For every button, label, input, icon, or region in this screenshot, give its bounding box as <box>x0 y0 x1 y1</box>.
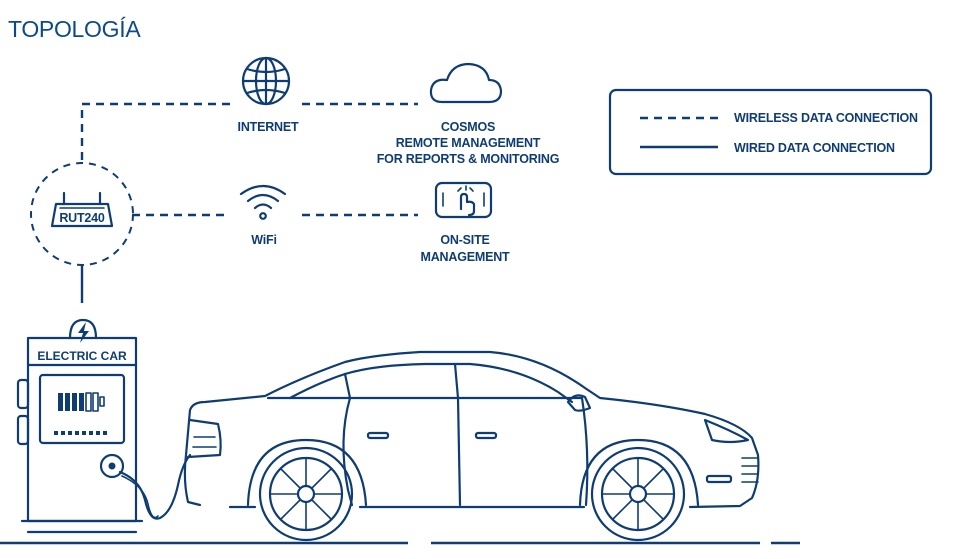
router-label: RUT240 <box>59 211 105 225</box>
router-internet-link <box>80 102 232 160</box>
charging-station: ELECTRIC CAR <box>16 318 144 534</box>
router-icon <box>50 191 114 228</box>
charger-label: ELECTRIC CAR <box>37 349 127 363</box>
page-title: TOPOLOGÍA <box>8 16 141 42</box>
legend-wireless-label: WIRELESS DATA CONNECTION <box>734 111 918 125</box>
lightning-icon <box>78 322 89 343</box>
cosmos-label-line-3: FOR REPORTS & MONITORING <box>377 152 559 166</box>
internet-label: INTERNET <box>238 120 299 134</box>
charger-screen <box>38 373 126 445</box>
charger-indicator-dots <box>54 431 107 435</box>
electric-car <box>183 350 760 509</box>
cosmos-label-line-2: REMOTE MANAGEMENT <box>396 136 541 150</box>
battery-icon <box>58 392 105 412</box>
legend: WIRELESS DATA CONNECTION WIRED DATA CONN… <box>608 88 933 176</box>
wifi-icon <box>239 184 287 220</box>
charging-cable <box>118 453 192 520</box>
tablet-icon <box>434 181 493 219</box>
rear-wheel <box>258 446 354 542</box>
globe-icon <box>241 56 291 106</box>
onsite-label-line-2: MANAGEMENT <box>421 250 511 264</box>
router-node: RUT240 <box>30 162 134 266</box>
front-wheel <box>590 446 686 542</box>
charging-socket <box>99 453 125 479</box>
wifi-label: WiFi <box>251 233 276 247</box>
cloud-icon <box>429 62 503 104</box>
onsite-label-line-1: ON-SITE <box>440 233 489 247</box>
legend-wired-label: WIRED DATA CONNECTION <box>734 141 895 155</box>
legend-box <box>608 88 933 176</box>
connection-lines <box>80 102 418 303</box>
cosmos-label-line-1: COSMOS <box>441 120 495 134</box>
